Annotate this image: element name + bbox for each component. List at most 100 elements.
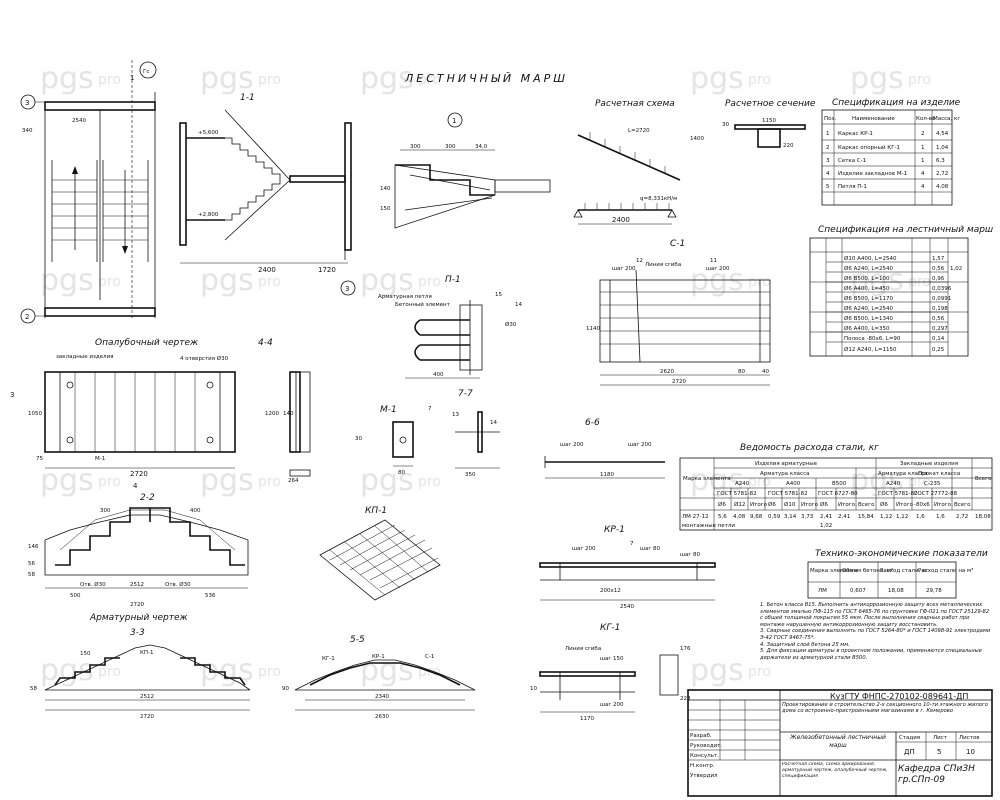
svg-text:Итого: Итого xyxy=(838,502,856,508)
svg-text:3,14: 3,14 xyxy=(784,514,797,520)
svg-text:А240: А240 xyxy=(735,481,750,487)
svg-text:КГ-1: КГ-1 xyxy=(322,656,335,662)
steel-consumption-table: Ведомость расхода стали, кг Марка элемен… xyxy=(679,443,993,531)
level-lower: +2,800 xyxy=(198,212,219,218)
steel-row-mark: ЛМ 27-12 xyxy=(682,514,709,520)
svg-text:pro: pro xyxy=(258,664,281,680)
svg-text:Изделия арматурные: Изделия арматурные xyxy=(755,461,818,467)
teo-table: Технико-экономические показатели Марка э… xyxy=(807,549,988,599)
svg-text:Сетка С-1: Сетка С-1 xyxy=(838,158,866,164)
svg-text:80: 80 xyxy=(738,369,745,375)
svg-text:Итого: Итого xyxy=(896,502,914,508)
svg-text:ЛМ: ЛМ xyxy=(818,588,827,594)
svg-text:pgs: pgs xyxy=(40,653,94,688)
svg-text:pgs: pgs xyxy=(200,463,254,498)
svg-text:1,6: 1,6 xyxy=(936,514,945,520)
svg-text:176: 176 xyxy=(680,646,691,652)
svg-text:Арматурная петля: Арматурная петля xyxy=(378,294,432,300)
svg-text:1170: 1170 xyxy=(580,716,594,722)
svg-text:3: 3 xyxy=(345,285,349,293)
svg-text:300: 300 xyxy=(100,508,111,514)
svg-text:-80х6: -80х6 xyxy=(914,502,930,508)
svg-text:2,72: 2,72 xyxy=(956,514,968,520)
svg-text:2720: 2720 xyxy=(130,602,144,608)
svg-text:228: 228 xyxy=(680,696,691,702)
node-1-detail: 1 300 300 34,0 140 150 xyxy=(380,112,551,229)
svg-text:80: 80 xyxy=(398,470,405,476)
svg-text:220: 220 xyxy=(783,143,794,149)
svg-text:0,0991: 0,0991 xyxy=(932,296,951,302)
steel-table-title: Ведомость расхода стали, кг xyxy=(740,443,879,453)
svg-text:Расход стали на м³: Расход стали на м³ xyxy=(918,567,973,574)
svg-text:30: 30 xyxy=(355,436,362,442)
svg-text:шаг 80: шаг 80 xyxy=(640,546,661,552)
svg-text:1,02: 1,02 xyxy=(820,523,832,529)
section-3-3-label: 3-3 xyxy=(130,628,145,638)
svg-text:pro: pro xyxy=(748,274,771,290)
svg-text:140: 140 xyxy=(380,186,391,192)
svg-text:Прокат класса: Прокат класса xyxy=(918,471,960,477)
svg-text:40: 40 xyxy=(762,369,769,375)
svg-text:Н.контр.: Н.контр. xyxy=(690,763,715,769)
svg-text:1,57: 1,57 xyxy=(932,256,945,262)
svg-text:pgs: pgs xyxy=(40,463,94,498)
stamp-stage: ДП xyxy=(904,748,915,756)
svg-text:Разраб.: Разраб. xyxy=(690,733,712,739)
svg-text:58: 58 xyxy=(30,686,37,692)
svg-text:Ø10: Ø10 xyxy=(784,501,796,508)
stamp-sheet: 5 xyxy=(937,748,941,756)
svg-text:14: 14 xyxy=(515,302,522,308)
svg-text:75: 75 xyxy=(36,456,43,462)
svg-text:2400: 2400 xyxy=(612,216,630,224)
svg-text:В500: В500 xyxy=(832,481,847,487)
svg-text:Утвердил: Утвердил xyxy=(690,773,718,779)
stamp-code: КузГТУ ФНПС-270102-089641-ДП xyxy=(830,692,968,701)
svg-text:56: 56 xyxy=(28,561,35,567)
svg-text:Ø6 А400, L=450: Ø6 А400, L=450 xyxy=(844,285,890,292)
kg1-label: КГ-1 xyxy=(600,623,620,633)
svg-text:Итого: Итого xyxy=(934,502,952,508)
svg-text:Консульт.: Консульт. xyxy=(690,753,719,759)
svg-text:pgs: pgs xyxy=(360,263,414,298)
svg-text:Ø6 В500, L=1170: Ø6 В500, L=1170 xyxy=(844,295,894,302)
svg-text:Каркас КР-1: Каркас КР-1 xyxy=(838,131,873,137)
svg-text:шаг 150: шаг 150 xyxy=(600,656,624,662)
formwork-label: Опалубочный чертеж xyxy=(95,338,199,348)
svg-text:1,12: 1,12 xyxy=(896,514,908,520)
svg-text:2720: 2720 xyxy=(130,470,148,478)
svg-text:15,84: 15,84 xyxy=(858,514,874,520)
svg-text:монтажные петли: монтажные петли xyxy=(682,523,735,529)
section-1-1-label: 1-1 xyxy=(240,93,255,103)
svg-text:ГОСТ 5781-82: ГОСТ 5781-82 xyxy=(878,491,918,497)
note-1: 1. Бетон класса В15. Выполнить антикорро… xyxy=(760,602,990,628)
section-5-5-label: 5-5 xyxy=(350,635,365,645)
svg-text:шаг 200: шаг 200 xyxy=(572,546,596,552)
svg-text:2: 2 xyxy=(921,131,925,137)
svg-text:10: 10 xyxy=(530,686,537,692)
svg-text:1140: 1140 xyxy=(586,326,600,332)
svg-text:4 отверстия Ø30: 4 отверстия Ø30 xyxy=(180,355,229,362)
svg-text:Арматура класса: Арматура класса xyxy=(760,471,809,477)
svg-text:Ø10 А400, L=2540: Ø10 А400, L=2540 xyxy=(844,255,897,262)
svg-text:КП-1: КП-1 xyxy=(140,650,154,656)
svg-text:29,78: 29,78 xyxy=(926,588,942,594)
calc-section: Расчетное сечение 1150 220 30 xyxy=(722,99,816,149)
svg-text:90: 90 xyxy=(282,686,289,692)
svg-text:Изделие закладное М-1: Изделие закладное М-1 xyxy=(838,171,907,177)
svg-text:536: 536 xyxy=(205,593,216,599)
svg-text:0,0396: 0,0396 xyxy=(932,286,952,292)
svg-text:1: 1 xyxy=(921,158,925,164)
frame-kg1: КГ-1 Линия сгиба шаг 150 шаг 200 1170 10… xyxy=(530,623,691,722)
svg-text:А400: А400 xyxy=(786,481,801,487)
svg-text:1050: 1050 xyxy=(28,411,42,417)
svg-text:1,6: 1,6 xyxy=(916,514,925,520)
svg-text:Марка элемента: Марка элемента xyxy=(683,476,731,482)
svg-text:pro: pro xyxy=(98,664,121,680)
stair-plan: 3 2 Гс 1 2540 340 xyxy=(20,60,157,324)
svg-text:1200: 1200 xyxy=(265,411,279,417)
svg-text:pro: pro xyxy=(418,474,441,490)
svg-text:1400: 1400 xyxy=(690,136,704,142)
svg-text:2400: 2400 xyxy=(258,266,276,274)
teo-title: Технико-экономические показатели xyxy=(815,549,988,559)
svg-text:ГОСТ 27772-88: ГОСТ 27772-88 xyxy=(914,491,958,497)
